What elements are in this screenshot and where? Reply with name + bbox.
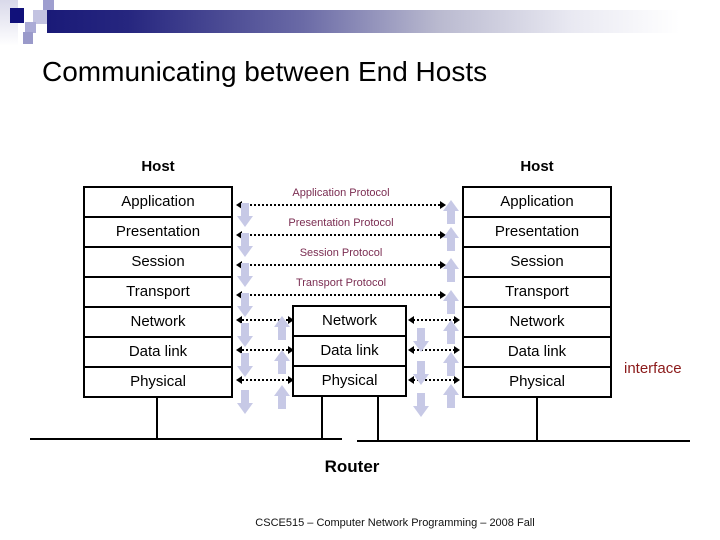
dotted-arrow: [236, 201, 446, 209]
down-arrow-icon: [237, 203, 253, 227]
dotted-arrow: [236, 261, 446, 269]
down-arrow-icon: [237, 263, 253, 287]
dotted-arrow: [408, 346, 460, 354]
dotted-arrow: [236, 346, 294, 354]
decoration-square: [10, 8, 24, 23]
layer-row: Presentation: [464, 216, 610, 246]
decoration-square: [23, 32, 33, 44]
layer-row: Data link: [294, 335, 405, 365]
protocol-label: Session Protocol: [299, 247, 383, 259]
layer-row: Application: [121, 193, 195, 210]
layer-row: Physical: [85, 366, 231, 396]
up-arrow-icon: [443, 200, 459, 224]
layer-row: Physical: [464, 366, 610, 396]
up-arrow-icon: [274, 316, 290, 340]
footer-text: CSCE515 – Computer Network Programming –…: [255, 517, 535, 529]
layer-row: Data link: [85, 336, 231, 366]
right-host-label: Host: [520, 158, 554, 175]
up-arrow-icon: [274, 350, 290, 374]
router-link-line: [321, 395, 323, 438]
up-arrow-icon: [443, 258, 459, 282]
up-arrow-icon: [443, 352, 459, 376]
layer-row: Data link: [464, 336, 610, 366]
layer-row: Network: [321, 312, 377, 329]
layer-row: Presentation: [85, 216, 231, 246]
down-arrow-icon: [237, 233, 253, 257]
up-arrow-icon: [443, 384, 459, 408]
down-arrow-icon: [413, 393, 429, 417]
protocol-label: Transport Protocol: [295, 277, 387, 289]
dotted-arrow: [236, 376, 294, 384]
layer-row: Transport: [464, 276, 610, 306]
down-arrow-icon: [413, 361, 429, 385]
lan-line-right: [357, 440, 690, 442]
protocol-label: Application Protocol: [292, 187, 390, 199]
router-link-line: [377, 395, 379, 441]
up-arrow-icon: [443, 227, 459, 251]
host-link-line: [536, 396, 538, 441]
dotted-arrow: [408, 376, 460, 384]
left-host-stack: Application Presentation Session Transpo…: [83, 186, 233, 398]
decoration-strip: [0, 0, 18, 46]
lan-line-left: [30, 438, 342, 440]
host-link-line: [156, 396, 158, 438]
up-arrow-icon: [443, 290, 459, 314]
decoration-square: [25, 22, 36, 33]
left-host-label: Host: [141, 158, 175, 175]
slide-title: Communicating between End Hosts: [42, 56, 488, 87]
interface-label: interface: [624, 360, 682, 377]
layer-row: Session: [464, 246, 610, 276]
router-stack: Network Data link Physical: [292, 305, 407, 397]
decoration-gradient-bar: [47, 10, 720, 33]
down-arrow-icon: [237, 353, 253, 377]
layer-row: Physical: [294, 365, 405, 395]
router-label: Router: [324, 457, 380, 476]
down-arrow-icon: [237, 323, 253, 347]
up-arrow-icon: [443, 320, 459, 344]
dotted-arrow: [236, 316, 294, 324]
layer-row: Transport: [85, 276, 231, 306]
decoration-square: [33, 10, 47, 24]
up-arrow-icon: [274, 385, 290, 409]
down-arrow-icon: [413, 328, 429, 352]
down-arrow-icon: [237, 293, 253, 317]
right-host-stack: Application Presentation Session Transpo…: [462, 186, 612, 398]
decoration-square: [43, 0, 54, 10]
layer-row: Network: [85, 306, 231, 336]
layer-row: Network: [464, 306, 610, 336]
down-arrow-icon: [237, 390, 253, 414]
layer-row: Application: [500, 193, 574, 210]
dotted-arrow: [236, 231, 446, 239]
dotted-arrow: [236, 291, 446, 299]
protocol-label: Presentation Protocol: [288, 217, 394, 229]
layer-row: Session: [85, 246, 231, 276]
